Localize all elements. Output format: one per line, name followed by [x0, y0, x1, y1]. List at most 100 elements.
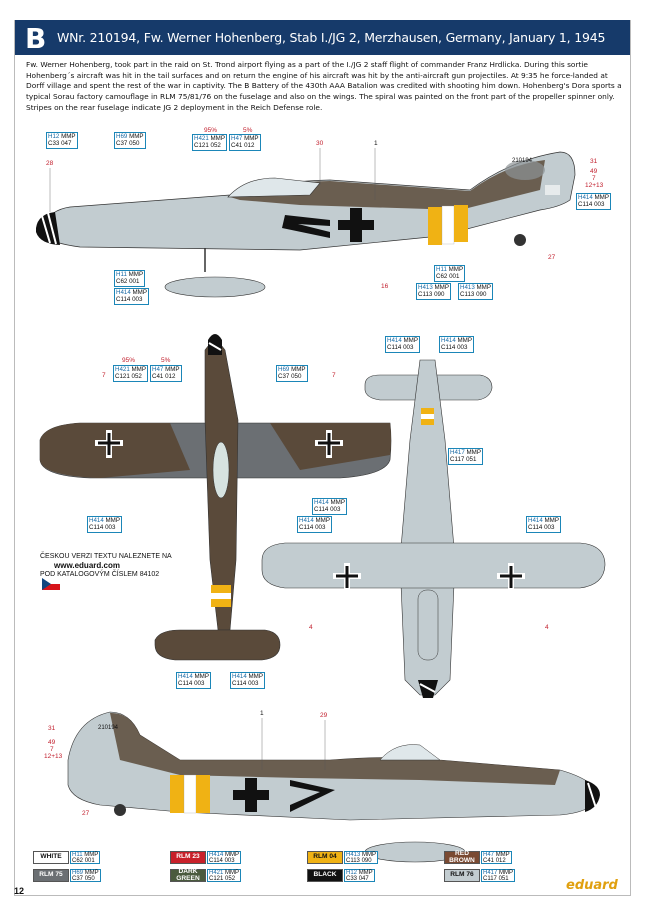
chevron-marking [282, 215, 330, 238]
profile-letter: B [25, 22, 47, 55]
callout-number: 12+13 [44, 753, 63, 760]
mix-percent: 95% [122, 357, 136, 364]
serial-number: 210194 [512, 158, 533, 164]
right-spinner-spiral [587, 782, 597, 809]
tail-wheel [514, 234, 526, 246]
spinner-spiral [41, 212, 57, 245]
legend-swatch: WHITE [33, 851, 69, 864]
callout-number: 27 [548, 254, 556, 261]
right-upper-camo [110, 712, 560, 785]
bottom-white-band [421, 414, 434, 419]
bottom-yellow-band [421, 408, 434, 414]
bottom-spinner-spiral [419, 683, 436, 693]
callout-number: 7 [592, 175, 596, 182]
top-canopy [212, 441, 230, 499]
profile-header: B WNr. 210194, Fw. Werner Hohenberg, Sta… [15, 20, 630, 55]
top-tailplane [154, 629, 281, 661]
callout-number: 7 [50, 746, 54, 753]
legend-swatch: RLM 76 [444, 869, 480, 882]
page-number: 12 [14, 886, 25, 896]
czech-note-line: ČESKOU VERZI TEXTU NALEZNETE NA [40, 553, 172, 560]
czech-note-url[interactable]: www.eduard.com [54, 561, 120, 570]
bottom-fuselage [399, 359, 456, 696]
czech-note: ČESKOU VERZI TEXTU NALEZNETE NA www.edua… [40, 552, 172, 579]
bottom-wing-cross [497, 563, 525, 591]
serial-number: 210194 [98, 725, 119, 731]
legend-swatch: RED BROWN [444, 850, 480, 864]
upper-camouflage [230, 160, 545, 210]
callout-number: 29 [320, 712, 328, 719]
right-cross-h [233, 790, 269, 800]
czech-note-line: POD KATALOGOVÝM ČÍSLEM 84102 [40, 571, 160, 578]
legend-swatch: RLM 23 [170, 851, 206, 864]
wing-camo [40, 423, 190, 478]
callout-number: 28 [46, 160, 54, 167]
right-tail-wheel [114, 804, 126, 816]
right-canopy [379, 744, 441, 761]
right-yellow-band-2 [196, 775, 210, 813]
callout-number: 49 [590, 168, 598, 175]
mix-percent: 5% [161, 357, 171, 364]
right-white-band [183, 774, 197, 814]
legend-swatch: RLM 04 [307, 851, 343, 864]
top-white-band [211, 593, 231, 599]
fuselage-cross-h [338, 220, 374, 230]
czech-flag-icon [42, 578, 60, 590]
callout-number: 1 [260, 710, 264, 717]
profile-title: WNr. 210194, Fw. Werner Hohenberg, Stab … [57, 30, 606, 45]
top-spinner-spiral [208, 342, 222, 351]
legend-swatch: DARK GREEN [170, 868, 206, 882]
top-yellow-band-2 [211, 599, 231, 607]
callout-number: 30 [316, 140, 324, 147]
profile-description: Fw. Werner Hohenberg, took part in the r… [26, 60, 622, 112]
callout-number: 31 [590, 158, 598, 165]
bottom-wing-cross [333, 563, 361, 591]
callout-number: 12+13 [585, 182, 604, 189]
callout-number: 1 [374, 140, 378, 147]
bottom-drop-tank [417, 589, 439, 661]
callout-number: 16 [381, 283, 389, 290]
callout-number: 4 [309, 624, 313, 631]
callout-number: 49 [48, 739, 56, 746]
top-wing-cross [315, 430, 343, 458]
top-yellow-band [211, 585, 231, 593]
callout-number: 31 [48, 725, 56, 732]
right-chevron [290, 780, 335, 812]
canopy [227, 177, 321, 198]
drop-tank [164, 276, 266, 298]
yellow-band-2 [454, 205, 468, 242]
top-spinner [208, 334, 222, 355]
bottom-yellow-band-2 [421, 419, 434, 425]
